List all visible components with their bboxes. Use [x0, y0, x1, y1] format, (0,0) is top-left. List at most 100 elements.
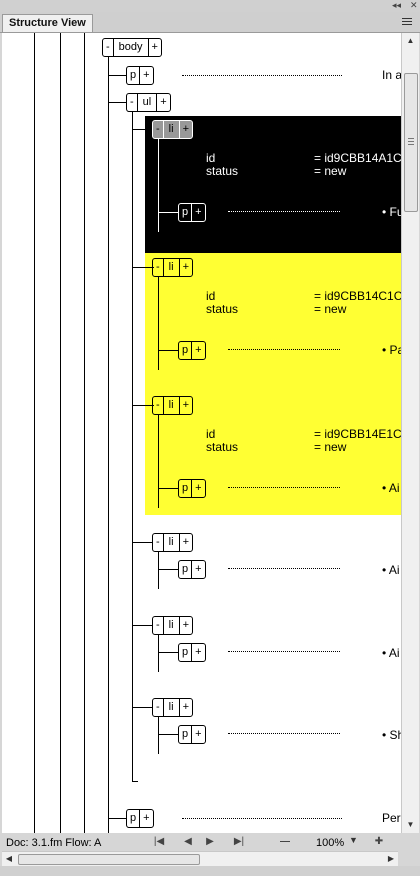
element-body[interactable]: - body +	[102, 38, 162, 57]
attribute-value: = new	[314, 164, 347, 178]
element-li[interactable]: - li +	[152, 698, 193, 717]
scroll-right-icon[interactable]: ▶	[387, 854, 395, 863]
element-name: p	[179, 204, 193, 221]
leader-dots	[228, 487, 340, 488]
scroll-down-icon[interactable]: ▼	[406, 820, 415, 829]
collapse-toggle[interactable]: -	[156, 701, 160, 713]
element-name: li	[162, 121, 180, 138]
expand-toggle[interactable]: +	[151, 41, 158, 53]
element-p[interactable]: p +	[126, 66, 154, 85]
collapse-panel-icon[interactable]: ◂◂	[392, 0, 402, 10]
element-text-preview: • Ai	[382, 646, 400, 660]
first-page-icon[interactable]: |◀	[153, 836, 165, 847]
element-p[interactable]: p +	[178, 341, 206, 360]
structure-canvas[interactable]: - body + p + In a - ul + - li + id = id9…	[2, 33, 401, 833]
zoom-level[interactable]: 100%	[316, 837, 345, 849]
element-p[interactable]: p +	[178, 643, 206, 662]
element-p[interactable]: p +	[178, 560, 206, 579]
leader-dots	[228, 568, 340, 569]
element-text-preview: • Ai	[382, 481, 400, 495]
collapse-toggle[interactable]: -	[130, 96, 134, 108]
next-page-icon[interactable]: ▶	[206, 836, 214, 847]
element-li[interactable]: - li +	[152, 616, 193, 635]
expand-toggle[interactable]: +	[195, 206, 202, 218]
expand-toggle[interactable]: +	[160, 96, 167, 108]
element-li[interactable]: - li +	[152, 396, 193, 415]
tree-line	[158, 277, 159, 370]
last-page-icon[interactable]: ▶|	[233, 836, 245, 847]
element-p[interactable]: p +	[178, 203, 206, 222]
collapse-toggle[interactable]: -	[156, 536, 160, 548]
expand-toggle[interactable]: +	[182, 701, 189, 713]
attribute-value: = new	[314, 440, 347, 454]
panel-menu-icon[interactable]	[402, 16, 414, 28]
element-name: li	[162, 534, 180, 551]
element-li[interactable]: - li +	[152, 258, 193, 277]
expand-toggle[interactable]: +	[195, 344, 202, 356]
tree-line	[158, 488, 178, 489]
close-panel-icon[interactable]: ✕	[410, 0, 418, 10]
horizontal-scroll-thumb[interactable]	[18, 854, 200, 865]
collapse-toggle[interactable]: -	[156, 261, 160, 273]
expand-toggle[interactable]: +	[195, 646, 202, 658]
panel-bottom-strip	[0, 866, 420, 876]
element-p[interactable]: p +	[178, 479, 206, 498]
expand-toggle[interactable]: +	[182, 123, 189, 135]
element-li[interactable]: - li +	[152, 533, 193, 552]
highlight-li-2-3	[145, 253, 401, 515]
expand-toggle[interactable]: +	[182, 399, 189, 411]
attribute-name: status	[206, 302, 239, 316]
tree-line	[108, 75, 126, 76]
expand-toggle[interactable]: +	[182, 536, 189, 548]
scroll-left-icon[interactable]: ◀	[5, 854, 13, 863]
element-p[interactable]: p +	[178, 725, 206, 744]
zoom-in-icon[interactable]: ✚	[374, 836, 384, 847]
vertical-scroll-thumb[interactable]	[404, 73, 418, 212]
expand-toggle[interactable]: +	[143, 812, 150, 824]
tree-line	[60, 33, 61, 833]
zoom-dropdown-icon[interactable]: ▼	[349, 835, 358, 845]
tree-line	[158, 552, 159, 589]
element-name: li	[162, 259, 180, 276]
collapse-toggle[interactable]: -	[156, 123, 160, 135]
leader-dots	[182, 818, 342, 819]
element-name: li	[162, 397, 180, 414]
element-text-preview: • Sh	[382, 728, 401, 742]
expand-toggle[interactable]: +	[195, 563, 202, 575]
zoom-out-icon[interactable]: —	[280, 836, 290, 847]
attribute-name: status	[206, 164, 239, 178]
element-text-preview: • Pa	[382, 343, 401, 357]
element-text-preview: • Ai	[382, 563, 400, 577]
status-bar: Doc: 3.1.fm Flow: A |◀ ◀ ▶ ▶| — 100% ▼ ✚	[0, 833, 420, 851]
expand-toggle[interactable]: +	[182, 261, 189, 273]
expand-toggle[interactable]: +	[182, 619, 189, 631]
attribute-value: = id9CBB14A1C	[314, 151, 401, 165]
element-name: p	[179, 561, 193, 578]
element-p[interactable]: p +	[126, 809, 154, 828]
element-ul[interactable]: - ul +	[126, 93, 171, 112]
collapse-toggle[interactable]: -	[106, 41, 110, 53]
collapse-toggle[interactable]: -	[156, 619, 160, 631]
panel-title-strip: ◂◂ ✕	[0, 0, 420, 12]
tree-line	[158, 652, 178, 653]
vertical-scrollbar[interactable]: ▲ ▼	[401, 33, 419, 833]
tab-structure-view[interactable]: Structure View	[2, 14, 93, 32]
attribute-name: id	[206, 289, 216, 303]
attribute-value: = new	[314, 302, 347, 316]
element-text-preview: Per	[382, 811, 401, 825]
tree-line	[132, 542, 154, 543]
element-name: li	[162, 617, 180, 634]
collapse-toggle[interactable]: -	[156, 399, 160, 411]
element-name: p	[127, 67, 141, 84]
leader-dots	[182, 75, 342, 76]
leader-dots	[228, 211, 340, 212]
element-name: p	[179, 644, 193, 661]
expand-toggle[interactable]: +	[195, 482, 202, 494]
expand-toggle[interactable]: +	[195, 728, 202, 740]
tree-line	[158, 734, 178, 735]
expand-toggle[interactable]: +	[143, 69, 150, 81]
element-li[interactable]: - li +	[152, 120, 193, 139]
previous-page-icon[interactable]: ◀	[184, 836, 192, 847]
scroll-up-icon[interactable]: ▲	[406, 36, 415, 45]
horizontal-scrollbar[interactable]: ◀ ▶	[2, 851, 398, 866]
